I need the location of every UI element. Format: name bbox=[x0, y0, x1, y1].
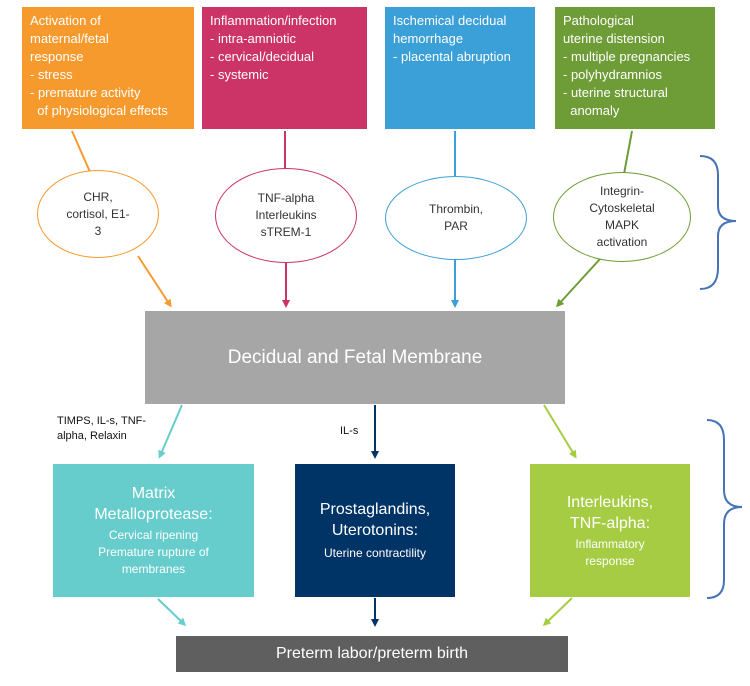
outcome-bar: Preterm labor/preterm birth bbox=[176, 636, 568, 672]
cause-box-hemorrhage: Ischemical decidual hemorrhage - placent… bbox=[385, 7, 535, 129]
cause-line: maternal/fetal bbox=[30, 31, 109, 46]
effect-title-line: Uterotonins: bbox=[331, 522, 419, 539]
cause-line: Activation of bbox=[30, 13, 101, 28]
bracket-lower bbox=[706, 419, 743, 599]
outcome-label: Preterm labor/preterm birth bbox=[275, 645, 469, 662]
cause-line: Inflammation/infection bbox=[210, 13, 337, 28]
cause-line: anomaly bbox=[563, 103, 620, 118]
effect-sub-line: response bbox=[585, 553, 635, 568]
bracket-upper bbox=[699, 155, 737, 290]
effect-sub-line: Premature rupture of bbox=[98, 545, 209, 559]
cause-line: - systemic bbox=[210, 67, 269, 82]
arrow-effect3 bbox=[543, 404, 577, 459]
arrow-outcome1 bbox=[157, 598, 187, 627]
cause-box-maternal-fetal: Activation of maternal/fetal response - … bbox=[22, 7, 194, 129]
effect-sub-line: membranes bbox=[121, 562, 186, 576]
cause-line: response bbox=[30, 49, 84, 64]
effect-sub-line: Inflammatory bbox=[575, 536, 645, 551]
mediator-line: PAR bbox=[444, 219, 468, 233]
cause-line: - premature activity bbox=[30, 85, 141, 100]
arrow-label-left: TIMPS, IL-s, TNF- alpha, Relaxin bbox=[57, 414, 146, 444]
effect-box-prostaglandins: Prostaglandins, Uterotonins: Uterine con… bbox=[295, 464, 455, 597]
cause-line: hemorrhage bbox=[393, 31, 464, 46]
arrow-label-middle: IL-s bbox=[340, 424, 358, 439]
effect-title-line: TNF-alpha: bbox=[569, 514, 651, 532]
cause-box-inflammation: Inflammation/infection - intra-amniotic … bbox=[202, 7, 367, 129]
mediator-line: Integrin- bbox=[599, 184, 645, 198]
membrane-label: Decidual and Fetal Membrane bbox=[227, 346, 483, 368]
mediator-ellipse-integrin: Integrin- Cytoskeletal MAPK activation bbox=[553, 172, 691, 262]
effect-title-line: Interleukins, bbox=[566, 493, 654, 511]
effect-box-matrix: Matrix Metalloprotease: Cervical ripenin… bbox=[53, 464, 254, 597]
mediator-ellipse-cytokines: TNF-alpha Interleukins sTREM-1 bbox=[215, 168, 357, 263]
effect-title-line: Matrix bbox=[131, 485, 176, 502]
mediator-ellipse-hormones: CHR, cortisol, E1- 3 bbox=[37, 170, 159, 258]
cause-line: - uterine structural bbox=[563, 85, 668, 100]
mediator-line: cortisol, E1- bbox=[66, 206, 130, 221]
arrow-cause4 bbox=[555, 258, 601, 308]
arrow-outcome3 bbox=[542, 597, 573, 627]
cause-line: Ischemical decidual bbox=[393, 13, 507, 28]
arrow-cause1 bbox=[137, 255, 172, 308]
membrane-box: Decidual and Fetal Membrane bbox=[145, 311, 565, 404]
arrow-effect1 bbox=[158, 404, 183, 459]
effect-sub-line: Uterine contractility bbox=[323, 546, 427, 560]
mediator-line: MAPK bbox=[604, 218, 639, 232]
cause-line: uterine distension bbox=[563, 31, 665, 46]
cause-box-distension: Pathological uterine distension - multip… bbox=[555, 7, 715, 129]
mediator-line: sTREM-1 bbox=[260, 225, 312, 239]
cause-line: - cervical/decidual bbox=[210, 49, 315, 64]
connector-line bbox=[623, 130, 633, 175]
arrow-label-line: IL-s bbox=[340, 425, 359, 437]
arrow-label-line: alpha, Relaxin bbox=[57, 430, 127, 442]
cause-line: Pathological bbox=[563, 13, 634, 28]
cause-line: - multiple pregnancies bbox=[563, 49, 691, 64]
mediator-line: Cytoskeletal bbox=[589, 201, 655, 215]
cause-line: of physiological effects bbox=[30, 103, 168, 118]
mediator-line: Thrombin, bbox=[428, 202, 484, 216]
mediator-ellipse-thrombin: Thrombin, PAR bbox=[385, 176, 527, 260]
mediator-line: activation bbox=[596, 235, 648, 249]
mediator-line: Interleukins bbox=[255, 208, 317, 222]
effect-sub-line: Cervical ripening bbox=[108, 528, 199, 542]
cause-line: - polyhydramnios bbox=[563, 67, 662, 82]
mediator-line: CHR, bbox=[83, 189, 113, 204]
cause-line: - intra-amniotic bbox=[210, 31, 296, 46]
effect-title-line: Prostaglandins, bbox=[319, 501, 431, 518]
cause-line: - placental abruption bbox=[393, 49, 511, 64]
cause-line: - stress bbox=[30, 67, 73, 82]
effect-title-line: Metalloprotease: bbox=[94, 506, 213, 523]
arrow-label-line: TIMPS, IL-s, TNF- bbox=[57, 415, 147, 427]
mediator-line: 3 bbox=[94, 223, 102, 238]
mediator-line: TNF-alpha bbox=[257, 191, 315, 205]
effect-box-interleukins: Interleukins, TNF-alpha: Inflammatory re… bbox=[530, 464, 690, 597]
connector-line bbox=[71, 130, 91, 173]
